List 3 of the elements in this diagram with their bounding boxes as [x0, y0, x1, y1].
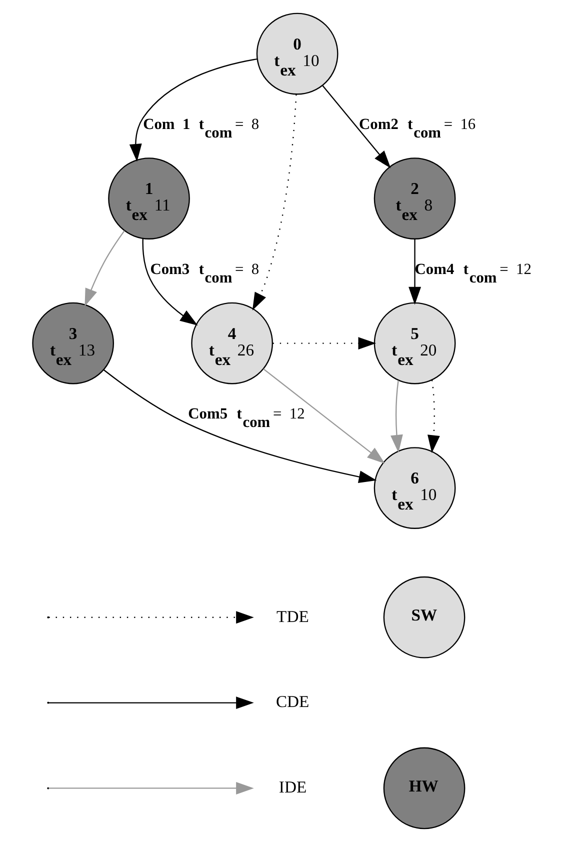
legend-label: CDE: [276, 692, 310, 712]
legend-label: TDE: [276, 606, 309, 626]
legend-label: IDE: [278, 778, 307, 797]
